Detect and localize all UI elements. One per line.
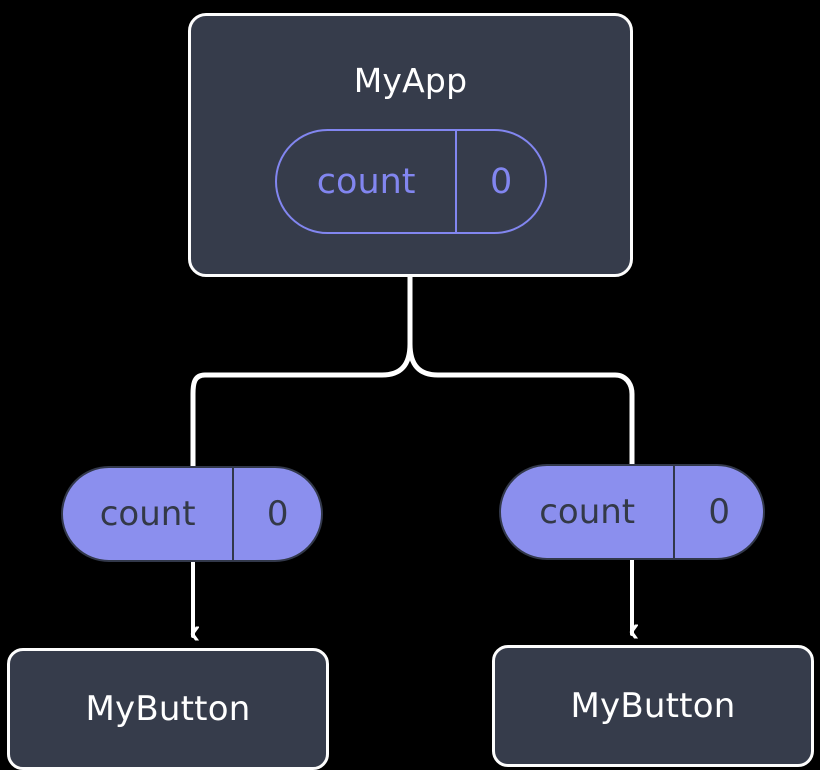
props-pill-key: count — [99, 494, 196, 534]
props-pill-value: 0 — [673, 466, 763, 558]
state-pill-value: 0 — [455, 131, 545, 232]
edge-split-to-right — [407, 341, 635, 467]
edge-split-to-left — [190, 341, 413, 469]
state-pill-key: count — [316, 161, 416, 202]
props-pill-right[interactable]: count 0 — [499, 464, 765, 560]
props-pill-left[interactable]: count 0 — [61, 466, 323, 562]
component-label-myapp: MyApp — [353, 61, 468, 100]
component-label-mybutton-right: MyButton — [570, 686, 736, 726]
props-pill-value: 0 — [232, 468, 321, 560]
component-label-mybutton-left: MyButton — [85, 689, 251, 729]
component-node-mybutton-right[interactable]: MyButton — [492, 645, 814, 767]
component-node-mybutton-left[interactable]: MyButton — [7, 648, 329, 770]
props-pill-key: count — [539, 492, 636, 532]
state-pill-myapp[interactable]: count 0 — [275, 129, 547, 234]
